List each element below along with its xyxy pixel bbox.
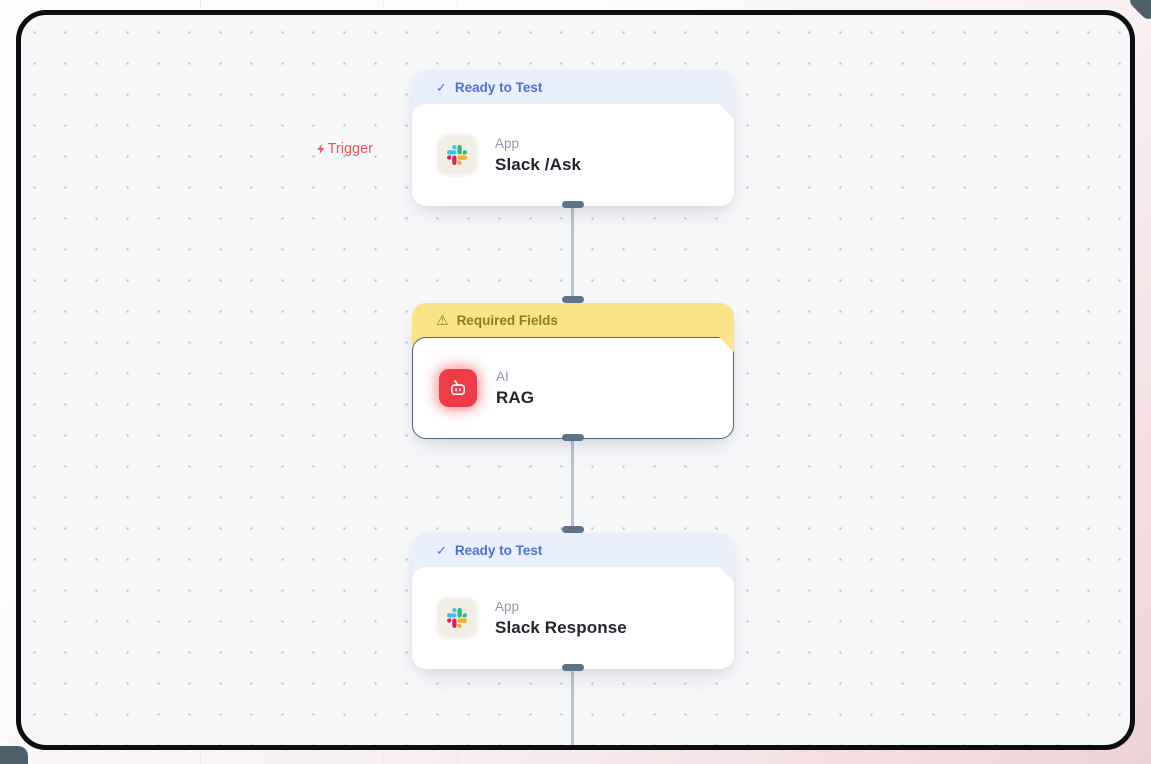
workflow-canvas[interactable]: Trigger ✓ Ready to Test App [16,10,1135,750]
warning-icon: ⚠ [436,312,449,328]
trigger-label-text: Trigger [327,141,373,157]
connector-port[interactable] [562,434,584,441]
background-accent [1126,0,1151,23]
node-status-label: Required Fields [456,312,558,328]
lightning-bolt-icon [316,144,324,154]
node-rag[interactable]: ⚠ Required Fields AI RAG [412,303,734,439]
node-title: Slack Response [495,617,627,637]
connector-line [571,669,574,745]
robot-icon [439,369,477,407]
connector-line [571,439,574,533]
trigger-label: Trigger [291,141,373,157]
check-icon: ✓ [436,542,447,558]
node-title: Slack /Ask [495,154,582,174]
node-text: App Slack /Ask [495,136,581,175]
connector-port[interactable] [562,296,584,303]
node-title: RAG [496,387,535,407]
connector-port[interactable] [562,201,584,208]
node-status-label: Ready to Test [454,79,543,95]
node-slack-response[interactable]: ✓ Ready to Test App Slack Response [412,533,734,669]
node-category: AI [496,368,509,384]
node-status-bar: ⚠ Required Fields [412,303,734,337]
connector-port[interactable] [562,526,584,533]
node-category: App [495,598,520,614]
connector-port[interactable] [562,664,584,671]
check-icon: ✓ [436,79,447,95]
connector-line [571,206,574,303]
node-card[interactable]: AI RAG [412,337,734,439]
background-accent [0,746,28,764]
node-text: App Slack Response [495,599,627,638]
node-slack-ask[interactable]: ✓ Ready to Test App Slack /Ask [412,70,734,206]
slack-icon [438,599,476,637]
node-status-bar: ✓ Ready to Test [412,533,734,567]
slack-icon [438,136,476,174]
node-text: AI RAG [496,369,534,408]
node-card[interactable]: App Slack /Ask [412,104,734,206]
node-category: App [495,135,520,151]
node-card[interactable]: App Slack Response [412,567,734,669]
node-status-label: Ready to Test [454,542,543,558]
node-status-bar: ✓ Ready to Test [412,70,734,104]
